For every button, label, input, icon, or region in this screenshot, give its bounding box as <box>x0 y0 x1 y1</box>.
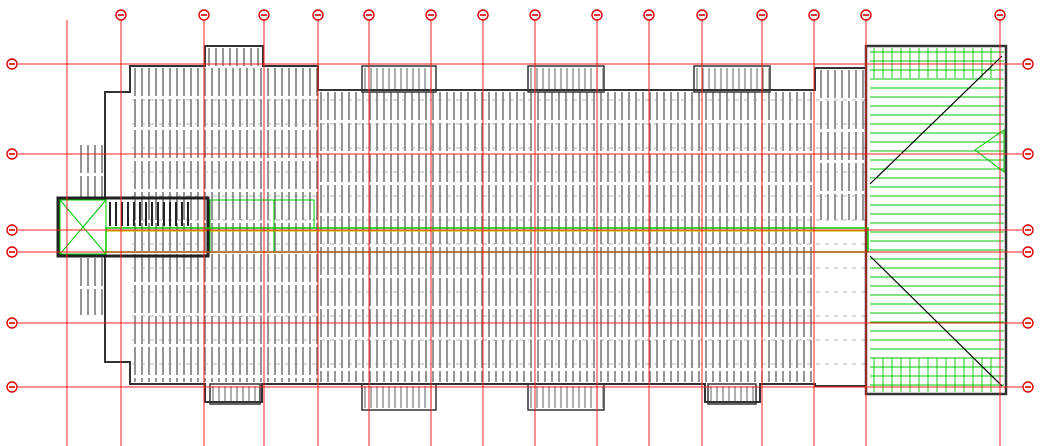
grid-bubble-left[interactable] <box>6 317 18 329</box>
roof-hip-bottom <box>869 255 1003 387</box>
grid-bubble-top[interactable] <box>115 9 127 21</box>
grid-bubble-top[interactable] <box>312 9 324 21</box>
bay-projection <box>209 383 261 405</box>
grid-bubble-top[interactable] <box>591 9 603 21</box>
grid-bubble-left[interactable] <box>6 246 18 258</box>
grid-bubble-top[interactable] <box>198 9 210 21</box>
grid-bubble-right[interactable] <box>1022 224 1034 236</box>
bay-projection <box>361 65 437 93</box>
stair-block <box>56 196 210 258</box>
grid-bubble-top[interactable] <box>477 9 489 21</box>
stair-treads <box>109 202 189 226</box>
grid-bubble-top[interactable] <box>363 9 375 21</box>
grid-bubble-right[interactable] <box>1022 58 1034 70</box>
stair-landing <box>59 199 107 255</box>
grid-lines <box>18 20 1022 446</box>
grid-bubbles[interactable] <box>6 9 1034 393</box>
grid-bubble-top[interactable] <box>529 9 541 21</box>
grid-bubble-top[interactable] <box>860 9 872 21</box>
bay-projection <box>693 65 771 93</box>
grid-bubble-right[interactable] <box>1022 381 1034 393</box>
grid-bubble-top[interactable] <box>756 9 768 21</box>
bay-projection <box>707 383 757 405</box>
grid-bubble-left[interactable] <box>6 148 18 160</box>
grid-bubble-left[interactable] <box>6 224 18 236</box>
roof-hip-top <box>869 55 1003 185</box>
room-b <box>273 199 315 229</box>
grid-bubble-top[interactable] <box>808 9 820 21</box>
grid-bubble-left[interactable] <box>6 381 18 393</box>
stair-cross-2 <box>59 199 107 255</box>
roof-dormer <box>974 129 1005 174</box>
grid-bubble-right[interactable] <box>1022 148 1034 160</box>
grid-bubble-right[interactable] <box>1022 246 1034 258</box>
grid-bubble-top[interactable] <box>425 9 437 21</box>
roof-area <box>864 44 1008 396</box>
grid-bubble-top[interactable] <box>696 9 708 21</box>
bay-projection <box>527 65 605 93</box>
grid-bubble-top[interactable] <box>643 9 655 21</box>
grid-bubble-right[interactable] <box>1022 317 1034 329</box>
roof-outline <box>864 44 1008 396</box>
grid-bubble-top[interactable] <box>994 9 1006 21</box>
grid-bubble-left[interactable] <box>6 58 18 70</box>
grid-bubble-top[interactable] <box>258 9 270 21</box>
